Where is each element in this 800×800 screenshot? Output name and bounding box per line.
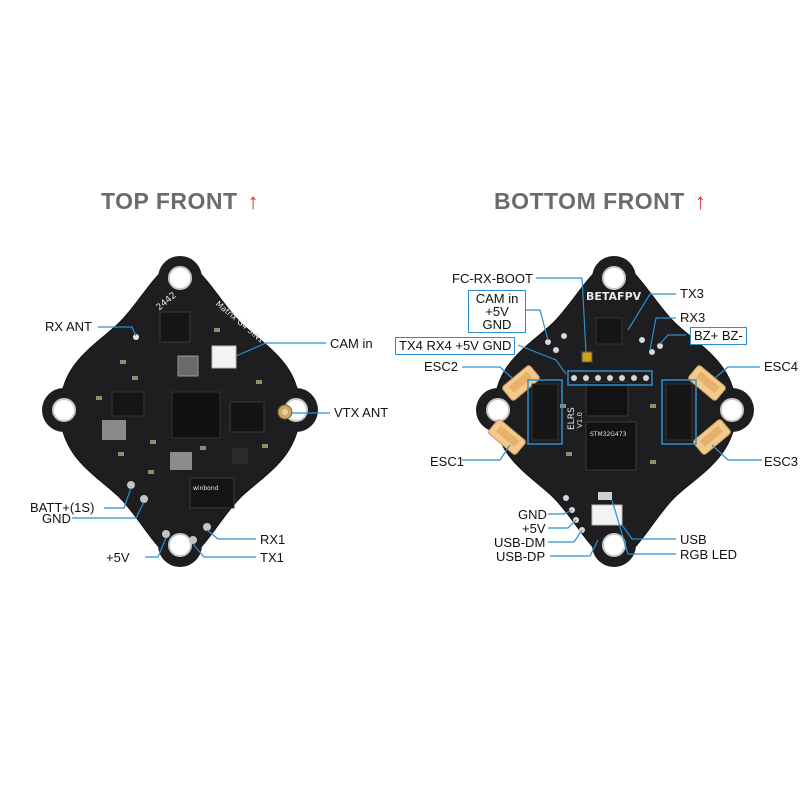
- label-5v-bottom: +5V: [522, 521, 546, 536]
- esc-right-highlight-box: [661, 379, 697, 445]
- esc3-connector: [693, 419, 731, 455]
- top-capacitor: [102, 420, 126, 440]
- esc1-connector: [488, 419, 526, 455]
- top-batt-pad: [127, 481, 135, 489]
- label-rx1: RX1: [260, 532, 286, 547]
- label-batt: BATT+(1S): [30, 500, 95, 515]
- label-cam-in: CAM in: [330, 336, 373, 351]
- esc2-connector: [502, 365, 540, 401]
- top-tx1-pad: [189, 536, 197, 544]
- esc4-connector: [688, 365, 726, 401]
- label-usb: USB: [680, 532, 707, 547]
- label-esc2: ESC2: [424, 359, 458, 374]
- label-cam-5v: +5V: [485, 304, 509, 319]
- label-tx1: TX1: [260, 550, 284, 565]
- label-gnd-bottom: GND: [518, 507, 547, 522]
- top-flash-marking: winbond: [193, 485, 219, 492]
- label-cam-gnd: GND: [482, 317, 512, 332]
- label-fc-rx-boot: FC-RX-BOOT: [452, 271, 533, 286]
- top-rx-ant-pad: [133, 334, 139, 340]
- label-vtx-ant: VTX ANT: [334, 405, 389, 420]
- label-cam-in-bottom: CAM in: [475, 291, 519, 306]
- label-rx-ant: RX ANT: [45, 319, 92, 334]
- label-esc3: ESC3: [764, 454, 798, 469]
- front-arrow-icon: ↑: [247, 189, 260, 214]
- top-rx1-pad: [203, 523, 211, 531]
- bottom-elrs: ELRS: [567, 407, 577, 430]
- uart4-highlight-box: [567, 370, 653, 386]
- top-chip-vtx: [229, 401, 265, 433]
- label-usb-dp: USB-DP: [496, 549, 546, 564]
- top-cam-connector: [211, 345, 237, 369]
- bottom-esc-chip-left: [531, 383, 559, 441]
- top-chip-flash: [189, 477, 235, 509]
- bottom-version: V1.0: [576, 412, 584, 428]
- bottom-front-heading: BOTTOM FRONT ↑: [494, 188, 706, 215]
- cam-in-box: CAM in +5V GND: [468, 290, 526, 333]
- bottom-front-board: STM32G473 BETAFPV ELRS V1.0: [476, 256, 754, 567]
- top-chip-rx: [159, 311, 191, 343]
- label-5v: +5V: [106, 550, 130, 565]
- label-rgb-led: RGB LED: [680, 547, 738, 562]
- uart4-box: TX4 RX4 +5V GND: [395, 337, 516, 355]
- top-5v-pad: [162, 530, 170, 538]
- top-inductor: [177, 355, 199, 377]
- front-arrow-icon: ↑: [694, 189, 707, 214]
- label-esc4: ESC4: [764, 359, 798, 374]
- bottom-brand: BETAFPV: [586, 290, 642, 303]
- label-rx3: RX3: [680, 310, 706, 325]
- top-chip-left: [111, 391, 145, 417]
- bottom-front-title: BOTTOM FRONT: [494, 188, 685, 214]
- mcu-marking: STM32G473: [590, 431, 627, 438]
- leader-lines: [72, 277, 762, 558]
- bottom-rx-chip: [595, 317, 623, 345]
- label-esc1: ESC1: [430, 454, 464, 469]
- buzzer-box: BZ+ BZ-: [690, 327, 747, 345]
- esc-left-highlight-box: [527, 379, 563, 445]
- label-gnd: GND: [42, 511, 71, 526]
- top-chip-small: [232, 448, 248, 464]
- bottom-esc-chip-right: [665, 383, 693, 441]
- top-front-board: winbond 2442 Matrix G4 5IN1: [42, 256, 318, 567]
- bottom-boot-button: [581, 351, 593, 363]
- top-front-title: TOP FRONT: [101, 188, 238, 214]
- bottom-chip-upper: [585, 381, 629, 417]
- top-regulator: [170, 452, 192, 470]
- top-front-heading: TOP FRONT ↑: [101, 188, 259, 215]
- top-chip-main: [171, 391, 221, 439]
- bottom-usb-connector: [591, 504, 623, 526]
- label-usb-dm: USB-DM: [494, 535, 546, 550]
- bottom-mcu: [585, 421, 637, 471]
- top-gnd-pad: [140, 495, 148, 503]
- label-tx3: TX3: [680, 286, 704, 301]
- bottom-rgb-led: [598, 492, 612, 500]
